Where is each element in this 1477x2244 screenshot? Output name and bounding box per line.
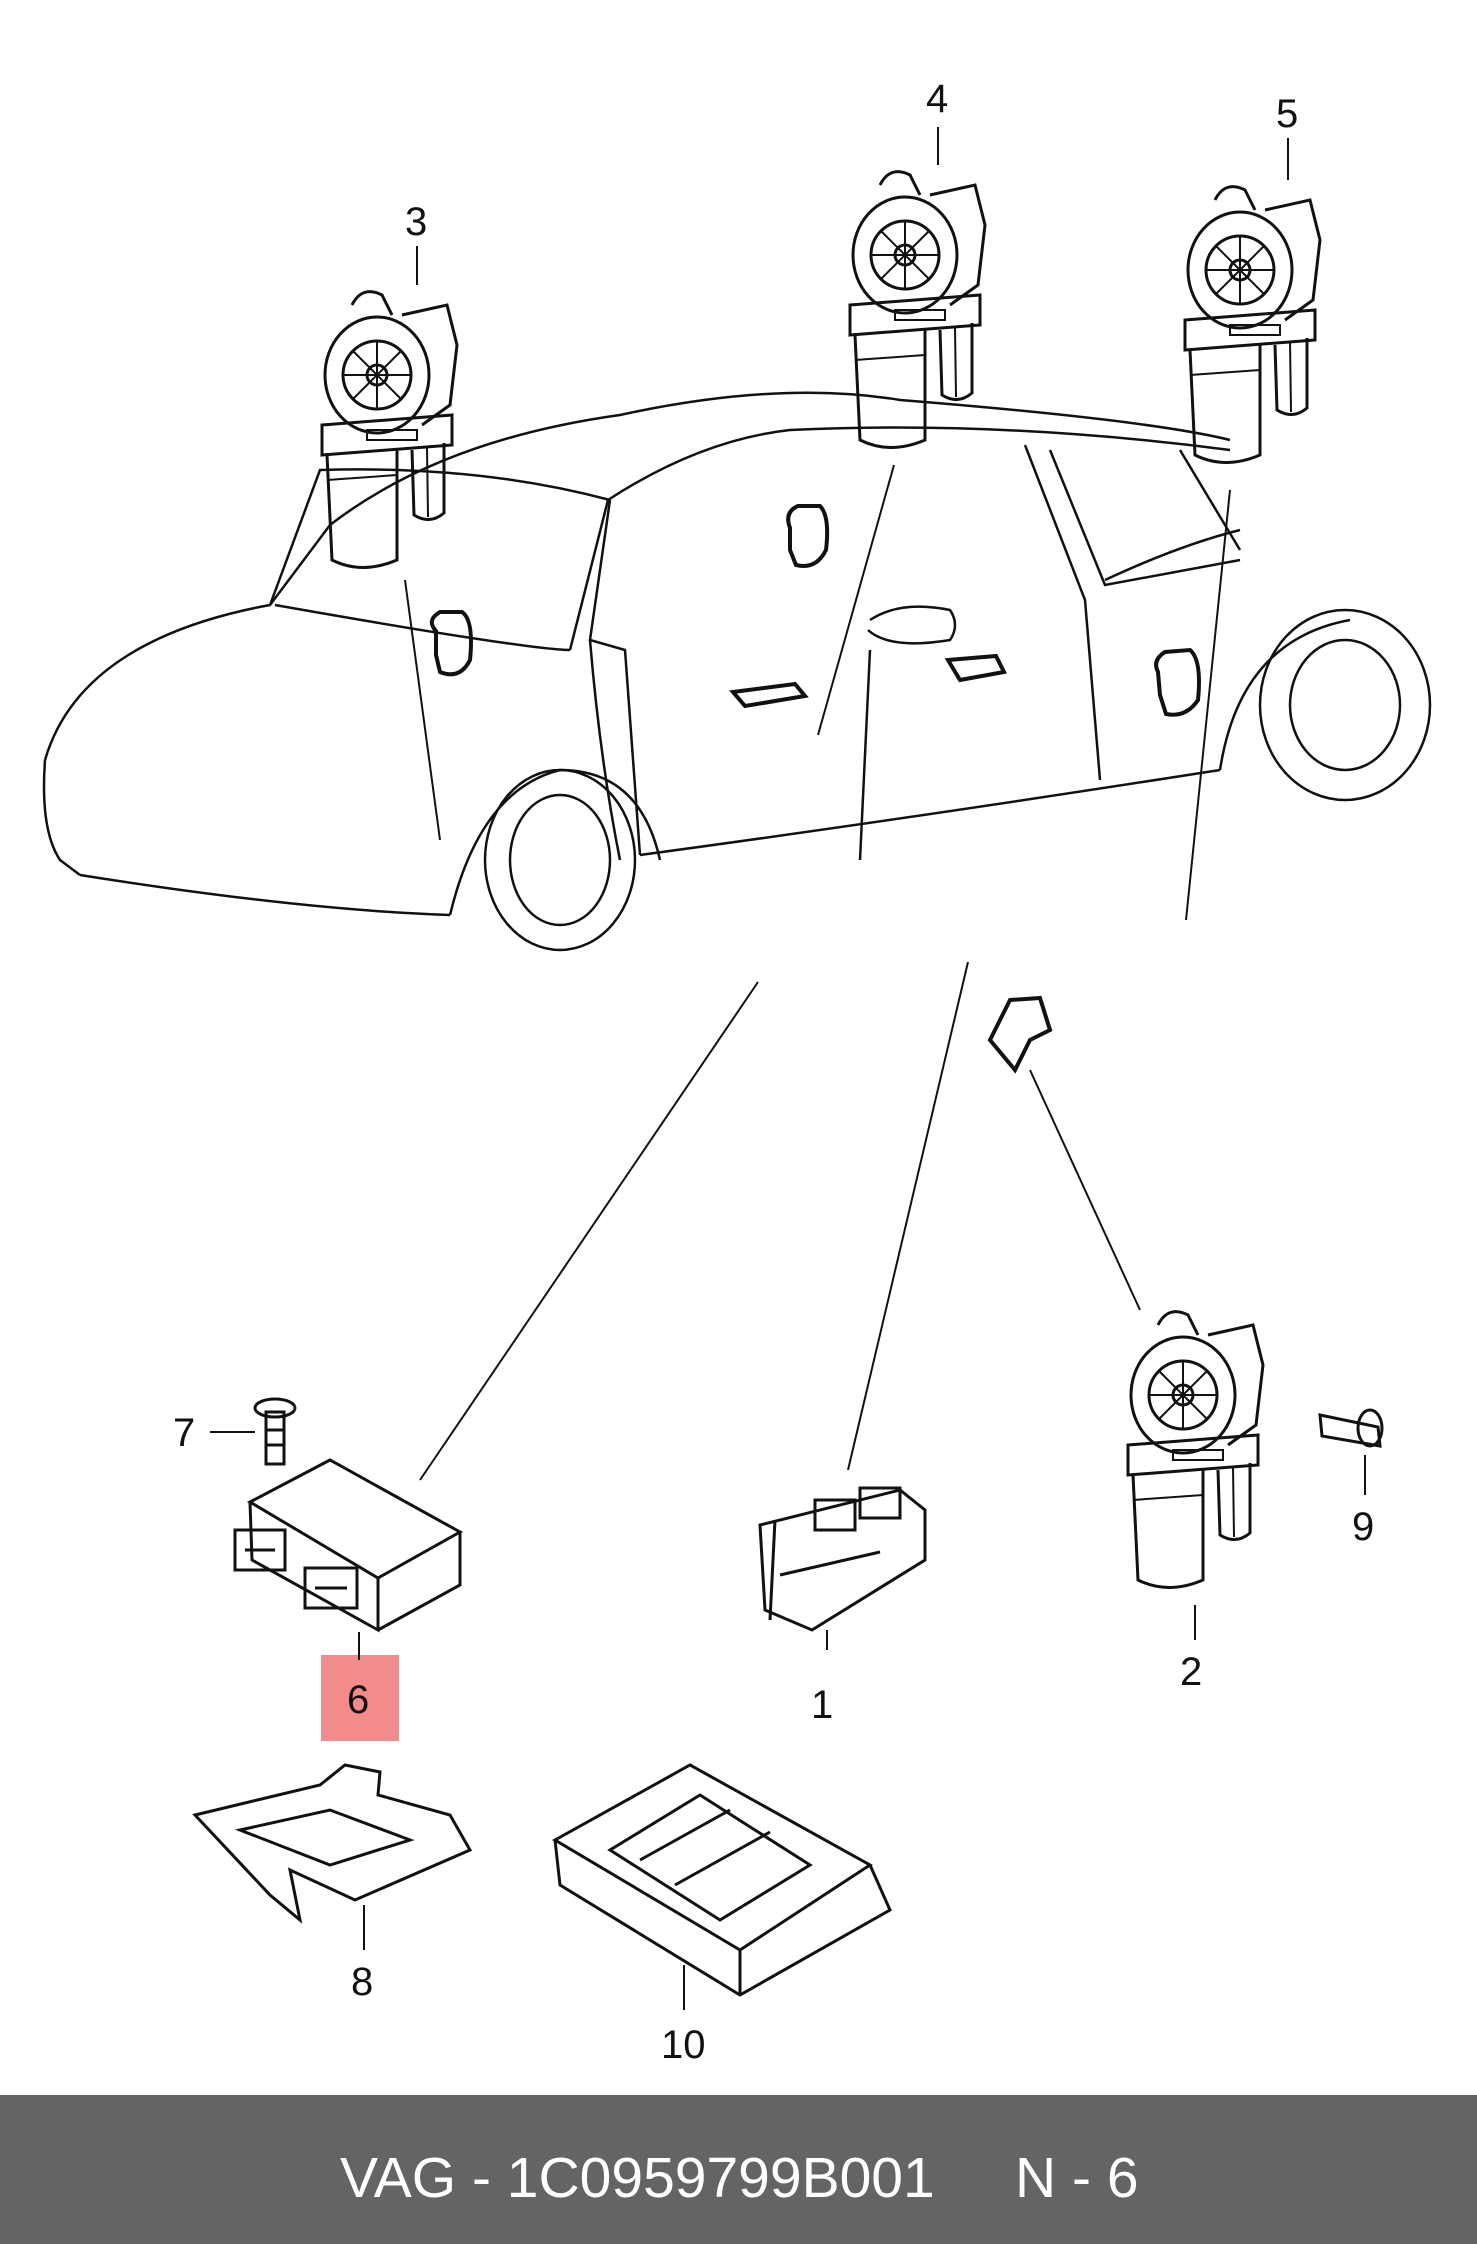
footer-item-number: N - 6: [1015, 2146, 1139, 2210]
control-unit-6: [233, 1458, 464, 1633]
control-module-10: [551, 1763, 892, 1997]
callout-10: 10: [661, 2023, 706, 2067]
window-motor-5: [1183, 185, 1322, 464]
callout-3: 3: [405, 200, 427, 244]
callout-7: 7: [173, 1411, 195, 1455]
bracket-8: [192, 1763, 473, 1924]
parts-diagram: 1 2 3 4 5 6 7 8 9 10: [42, 77, 1432, 2067]
car-outline: [42, 391, 1432, 952]
screw-7: [253, 1397, 297, 1466]
switch-unit-1: [758, 1486, 927, 1632]
callout-6-highlight: [321, 1655, 399, 1741]
callout-9: 9: [1352, 1505, 1374, 1549]
window-motor-2: [1126, 1310, 1265, 1589]
location-markers: [429, 504, 1201, 1074]
leader-lines: [404, 464, 1231, 1481]
window-motor-3: [320, 290, 459, 569]
callout-2: 2: [1180, 1650, 1202, 1694]
footer-part-number: VAG - 1C0959799B001: [340, 2146, 935, 2210]
callout-8: 8: [351, 1960, 373, 2004]
callout-ticks: [210, 127, 1366, 2010]
callout-1: 1: [811, 1683, 833, 1727]
callout-6: 6: [347, 1678, 369, 1722]
footer-bar: [0, 2095, 1477, 2244]
callout-4: 4: [926, 77, 948, 121]
bolt-9: [1318, 1408, 1384, 1448]
callout-5: 5: [1276, 92, 1298, 136]
